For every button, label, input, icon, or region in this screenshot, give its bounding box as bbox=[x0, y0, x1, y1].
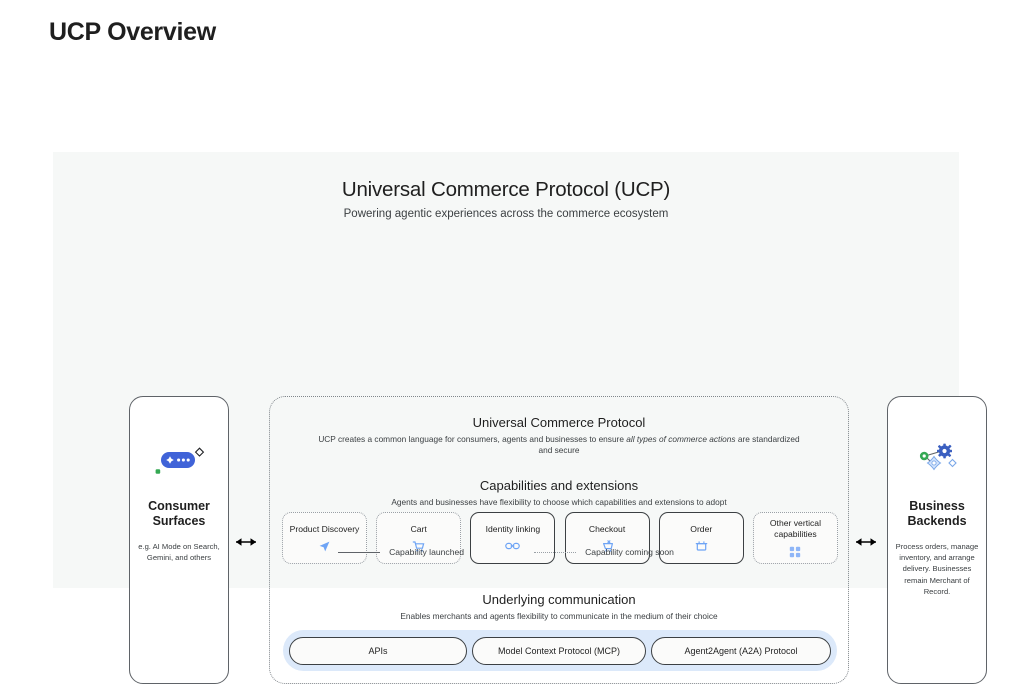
business-backends-title-line1: Business bbox=[909, 499, 965, 513]
protocol-subtitle-pre: UCP creates a common language for consum… bbox=[318, 434, 627, 444]
grid-squares-icon bbox=[789, 546, 801, 558]
consumer-surfaces-title-line2: Surfaces bbox=[152, 514, 206, 528]
communication-pill-a2a[interactable]: Agent2Agent (A2A) Protocol bbox=[651, 636, 831, 665]
capabilities-subtitle: Agents and businesses have flexibility t… bbox=[391, 497, 727, 507]
capabilities-title: Capabilities and extensions bbox=[479, 478, 639, 493]
consumer-surfaces-title-line1: Consumer bbox=[148, 499, 210, 513]
legend-item-coming-soon: Capability coming soon bbox=[534, 547, 674, 557]
communication-pill-apis[interactable]: APIs bbox=[289, 636, 467, 665]
capability-label: Other vertical capabilities bbox=[769, 518, 821, 539]
protocol-subtitle: UCP creates a common language for consum… bbox=[270, 434, 848, 456]
capabilities-section: Capabilities and extensions Agents and b… bbox=[270, 478, 848, 508]
legend-dotted-line-icon bbox=[534, 551, 577, 553]
capability-label: Checkout bbox=[588, 523, 626, 534]
legend-solid-line-icon bbox=[338, 551, 381, 553]
gear-network-icon bbox=[908, 439, 966, 485]
capability-card-order[interactable]: Order bbox=[658, 512, 744, 564]
send-navigate-icon bbox=[318, 540, 331, 552]
communication-subtitle: Enables merchants and agents flexibility… bbox=[400, 611, 718, 621]
consumer-surfaces-title: Consumer Surfaces bbox=[148, 499, 210, 529]
capability-label: Cart bbox=[410, 523, 427, 534]
capability-label: Order bbox=[690, 523, 713, 534]
business-backends-title-line2: Backends bbox=[907, 514, 967, 528]
communication-pill-band: APIs Model Context Protocol (MCP) Agent2… bbox=[283, 630, 837, 671]
capability-label: Product Discovery bbox=[289, 523, 360, 534]
capability-card-product-discovery[interactable]: Product Discovery bbox=[282, 512, 367, 564]
right-bidirectional-arrow-icon bbox=[851, 530, 881, 554]
shopping-cart-icon bbox=[412, 540, 425, 552]
capability-card-cart[interactable]: Cart bbox=[376, 512, 462, 564]
protocol-section: Universal Commerce Protocol UCP creates … bbox=[270, 415, 848, 456]
link-chain-icon bbox=[505, 540, 521, 552]
diagram-heading: Universal Commerce Protocol (UCP) bbox=[341, 178, 671, 201]
communication-title: Underlying communication bbox=[482, 592, 636, 607]
protocol-title: Universal Commerce Protocol bbox=[472, 415, 646, 430]
protocol-subtitle-emphasis: all types of commerce actions bbox=[626, 434, 736, 444]
diagram-subheading: Powering agentic experiences across the … bbox=[343, 208, 669, 220]
legend: Capability launched Capability coming so… bbox=[53, 547, 959, 557]
legend-item-launched: Capability launched bbox=[338, 547, 464, 557]
legend-label: Capability launched bbox=[389, 547, 465, 557]
legend-label: Capability coming soon bbox=[585, 547, 674, 557]
capability-card-other-vertical[interactable]: Other vertical capabilities bbox=[752, 512, 838, 564]
business-backends-description: Process orders, manage inventory, and ar… bbox=[895, 542, 979, 596]
capability-card-identity-linking[interactable]: Identity linking bbox=[470, 512, 556, 564]
capability-card-checkout[interactable]: Checkout bbox=[564, 512, 650, 564]
order-box-icon bbox=[695, 540, 708, 552]
left-bidirectional-arrow-icon bbox=[231, 530, 261, 554]
protocol-subtitle-post: are standardized and secure bbox=[538, 434, 800, 455]
consumer-surfaces-panel[interactable]: Consumer Surfaces e.g. AI Mode on Search… bbox=[129, 396, 229, 684]
business-backends-panel[interactable]: Business Backends Process orders, manage… bbox=[887, 396, 987, 684]
ucp-core-container: Universal Commerce Protocol UCP creates … bbox=[269, 396, 849, 684]
ai-chat-pill-icon bbox=[151, 439, 207, 485]
communication-section: Underlying communication Enables merchan… bbox=[270, 592, 848, 622]
communication-pill-mcp[interactable]: Model Context Protocol (MCP) bbox=[472, 636, 646, 665]
checkout-cart-icon bbox=[601, 540, 614, 552]
capability-cards-row: Product Discovery Cart bbox=[282, 512, 838, 564]
ucp-diagram-container: Universal Commerce Protocol (UCP) Poweri… bbox=[53, 152, 987, 684]
capability-label: Identity linking bbox=[485, 523, 541, 534]
page-title: UCP Overview bbox=[49, 18, 216, 46]
consumer-surfaces-description: e.g. AI Mode on Search, Gemini, and othe… bbox=[138, 542, 220, 563]
business-backends-title: Business Backends bbox=[907, 499, 966, 529]
